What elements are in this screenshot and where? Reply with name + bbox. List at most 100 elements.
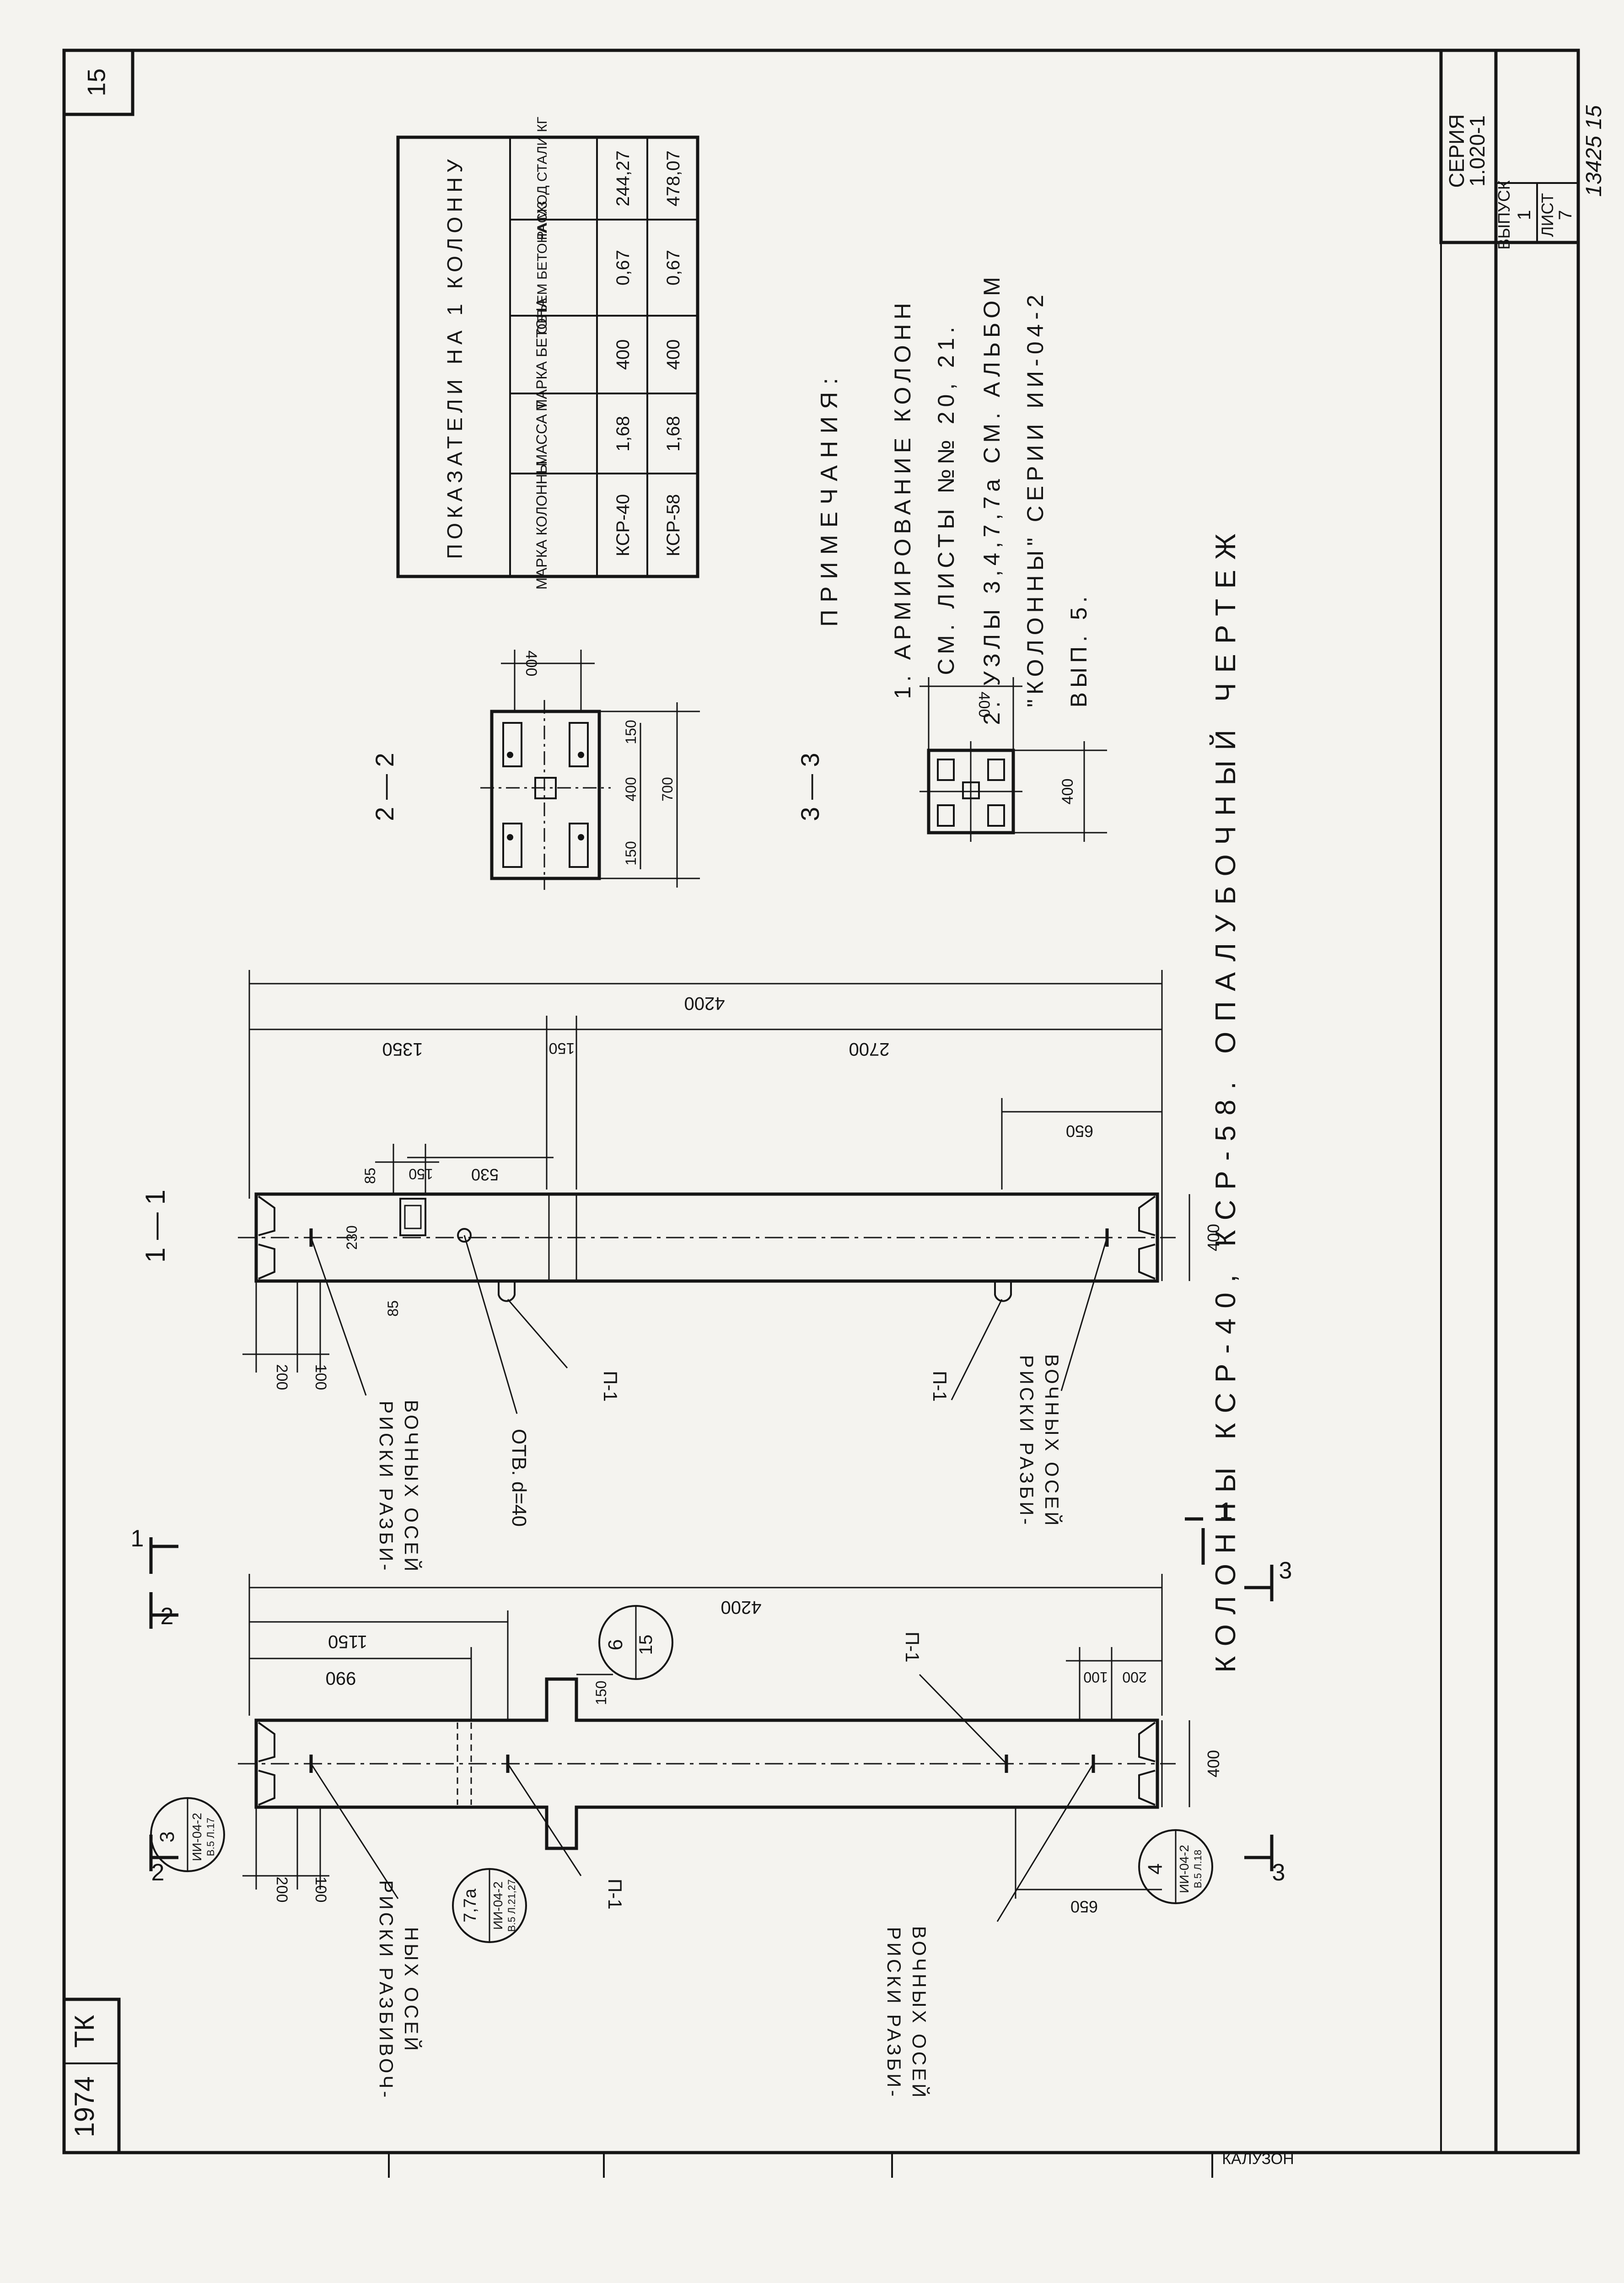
svg-text:ИИ-04-2: ИИ-04-2 xyxy=(1177,1845,1191,1893)
dim-label: 150 xyxy=(623,841,639,865)
drawing-title: КОЛОННЫ КСР-40, КСР-58. ОПАЛУБОЧНЫЙ ЧЕРТ… xyxy=(1210,523,1242,1673)
risk-label-left: РИСКИ РАЗБИВОЧ- xyxy=(376,1880,397,2100)
risk-label-top: ВОЧНЫХ ОСЕЙ xyxy=(401,1400,423,1574)
cut-label: 2 xyxy=(161,1603,174,1630)
dim-label: 650 xyxy=(1070,1897,1098,1916)
p1-label: П-1 xyxy=(604,1879,626,1910)
notes: ПРИМЕЧАНИЯ: 1. АРМИРОВАНИЕ КОЛОНН СМ. ЛИ… xyxy=(816,272,1092,725)
svg-text:ИИ-04-2: ИИ-04-2 xyxy=(190,1813,204,1861)
dim-label: 200 xyxy=(1122,1669,1146,1685)
svg-text:В.5 Л.21,27: В.5 Л.21,27 xyxy=(506,1879,517,1932)
tk-label: ТК xyxy=(69,2015,100,2048)
risk-label-bottom: ВОЧНЫХ ОСЕЙ xyxy=(1041,1354,1063,1529)
table-cell: КСР-58 xyxy=(663,494,683,556)
table-header-mark: МАРКА КОЛОННЫ xyxy=(533,461,550,589)
notes-line: 2. УЗЛЫ 3,4,7,7а СМ. АЛЬБОМ xyxy=(979,272,1005,725)
dim-label: 100 xyxy=(312,1364,329,1390)
hole-label: ОТВ. d=40 xyxy=(508,1429,530,1527)
table-cell: 0,67 xyxy=(613,250,633,285)
series-label: СЕРИЯ xyxy=(1445,114,1468,188)
risk-label-top: РИСКИ РАЗБИ- xyxy=(376,1401,397,1573)
svg-text:4: 4 xyxy=(1144,1863,1167,1874)
sheet-number: 15 xyxy=(82,68,111,96)
table-cell: 1,68 xyxy=(613,416,633,452)
section-2-2: 2 — 2 400 150 400 150 700 xyxy=(370,650,700,890)
dim-label: 150 xyxy=(549,1039,575,1057)
dim-label: 4200 xyxy=(721,1597,762,1617)
list-label: ЛИСТ xyxy=(1538,193,1557,237)
notes-line: 1. АРМИРОВАНИЕ КОЛОНН xyxy=(890,298,915,699)
callout-node-3: 3 ИИ-04-2 В.5 Л.17 xyxy=(150,1797,225,1872)
notes-line: "КОЛОННЫ" СЕРИИ ИИ-04-2 xyxy=(1022,290,1048,707)
table-cell: 1,68 xyxy=(663,416,683,452)
risk-label-bottom: ВОЧНЫХ ОСЕЙ xyxy=(909,1926,930,2100)
dim-label: 400 xyxy=(623,777,639,801)
indicators-table: ПОКАЗАТЕЛИ НА 1 КОЛОННУ МАРКА КОЛОННЫ МА… xyxy=(396,117,699,590)
dim-label: 4200 xyxy=(684,993,725,1013)
tk-box xyxy=(62,1998,121,2154)
svg-text:6: 6 xyxy=(604,1639,627,1650)
cut-label: 3 xyxy=(1272,1859,1285,1886)
dim-label: 200 xyxy=(273,1364,290,1390)
table-cell: 244,27 xyxy=(613,151,633,206)
handwritten-number: 13425 15 xyxy=(1582,105,1606,197)
list-value: 7 xyxy=(1555,210,1576,220)
sheet-number-box xyxy=(62,48,134,116)
svg-text:15: 15 xyxy=(636,1635,656,1655)
dim-label: 400 xyxy=(1204,1224,1223,1251)
dim-label: 400 xyxy=(975,692,993,718)
view-1-1: 1 — 1 4200 1350 150 2700 85 230 xyxy=(140,970,1223,1574)
dim-label: 230 xyxy=(344,1225,360,1249)
table-header-volume: ОБЪЕМ БЕТОНА М3 xyxy=(535,201,550,334)
risk-label-bottom: РИСКИ РАЗБИ- xyxy=(1016,1355,1038,1528)
dim-label: 85 xyxy=(362,1168,378,1184)
issue-label: ВЫПУСК xyxy=(1495,180,1513,250)
svg-text:ИИ-04-2: ИИ-04-2 xyxy=(491,1881,505,1930)
dim-label: 650 xyxy=(1066,1122,1093,1141)
table-header-steel: РАСХОД СТАЛИ КГ xyxy=(535,117,550,240)
cut-label: 3 xyxy=(1279,1557,1292,1584)
svg-text:В.5 Л.17: В.5 Л.17 xyxy=(205,1818,216,1856)
dim-label: 150 xyxy=(623,720,639,744)
dim-label: 400 xyxy=(1204,1750,1223,1777)
dim-label: 990 xyxy=(326,1668,356,1688)
issue-value: 1 xyxy=(1514,210,1534,220)
dim-label: 2700 xyxy=(849,1039,890,1059)
svg-text:7,7а: 7,7а xyxy=(461,1888,480,1922)
dim-label: 150 xyxy=(409,1166,433,1182)
p1-label: П-1 xyxy=(929,1371,951,1402)
sheet-border xyxy=(62,48,1580,2154)
view-main: 1 1 2 2 3 3 4200 1150 990 150 xyxy=(131,1498,1292,2100)
svg-text:В.5 Л.18: В.5 Л.18 xyxy=(1192,1850,1204,1888)
callout-node-7-7a: 7,7а ИИ-04-2 В.5 Л.21,27 xyxy=(452,1868,527,1943)
dim-label: 100 xyxy=(312,1877,329,1903)
table-header-concrete: МАРКА БЕТОНА xyxy=(533,297,550,411)
section-3-3: 3 — 3 400 400 xyxy=(796,677,1107,842)
section-3-label: 3 — 3 xyxy=(796,753,824,821)
dim-label: 400 xyxy=(522,651,540,677)
dim-label: 700 xyxy=(659,777,676,801)
footer-stray-text: КАЛУЗОН xyxy=(1222,2150,1294,2168)
svg-text:3: 3 xyxy=(156,1831,178,1842)
cut-label: 1 xyxy=(131,1525,144,1552)
cut-label: 1 xyxy=(1220,1498,1233,1524)
cut-label: 2 xyxy=(151,1859,165,1886)
table-caption: ПОКАЗАТЕЛИ НА 1 КОЛОННУ xyxy=(443,155,467,559)
callout-node-4: 4 ИИ-04-2 В.5 Л.18 xyxy=(1138,1829,1213,1904)
dim-label: 85 xyxy=(385,1300,401,1317)
dim-label: 200 xyxy=(273,1877,290,1903)
series-value: 1.020-1 xyxy=(1465,115,1489,187)
risk-label-left: НЫХ ОСЕЙ xyxy=(401,1927,423,2053)
table-cell: 0,67 xyxy=(663,250,683,285)
notes-line: СМ. ЛИСТЫ №№ 20, 21. xyxy=(933,323,959,675)
table-header-mass: МАССА Т xyxy=(533,401,550,467)
table-cell: 400 xyxy=(613,339,633,370)
dim-label: 100 xyxy=(1083,1669,1108,1685)
series-stamp xyxy=(1439,48,1580,244)
p1-label: П-1 xyxy=(902,1631,923,1663)
dim-label: 150 xyxy=(593,1680,609,1705)
notes-line: ВЫП. 5. xyxy=(1066,592,1092,707)
section-2-label: 2 — 2 xyxy=(370,753,399,821)
table-cell: 400 xyxy=(663,339,683,370)
year-label: 1974 xyxy=(69,2076,100,2137)
